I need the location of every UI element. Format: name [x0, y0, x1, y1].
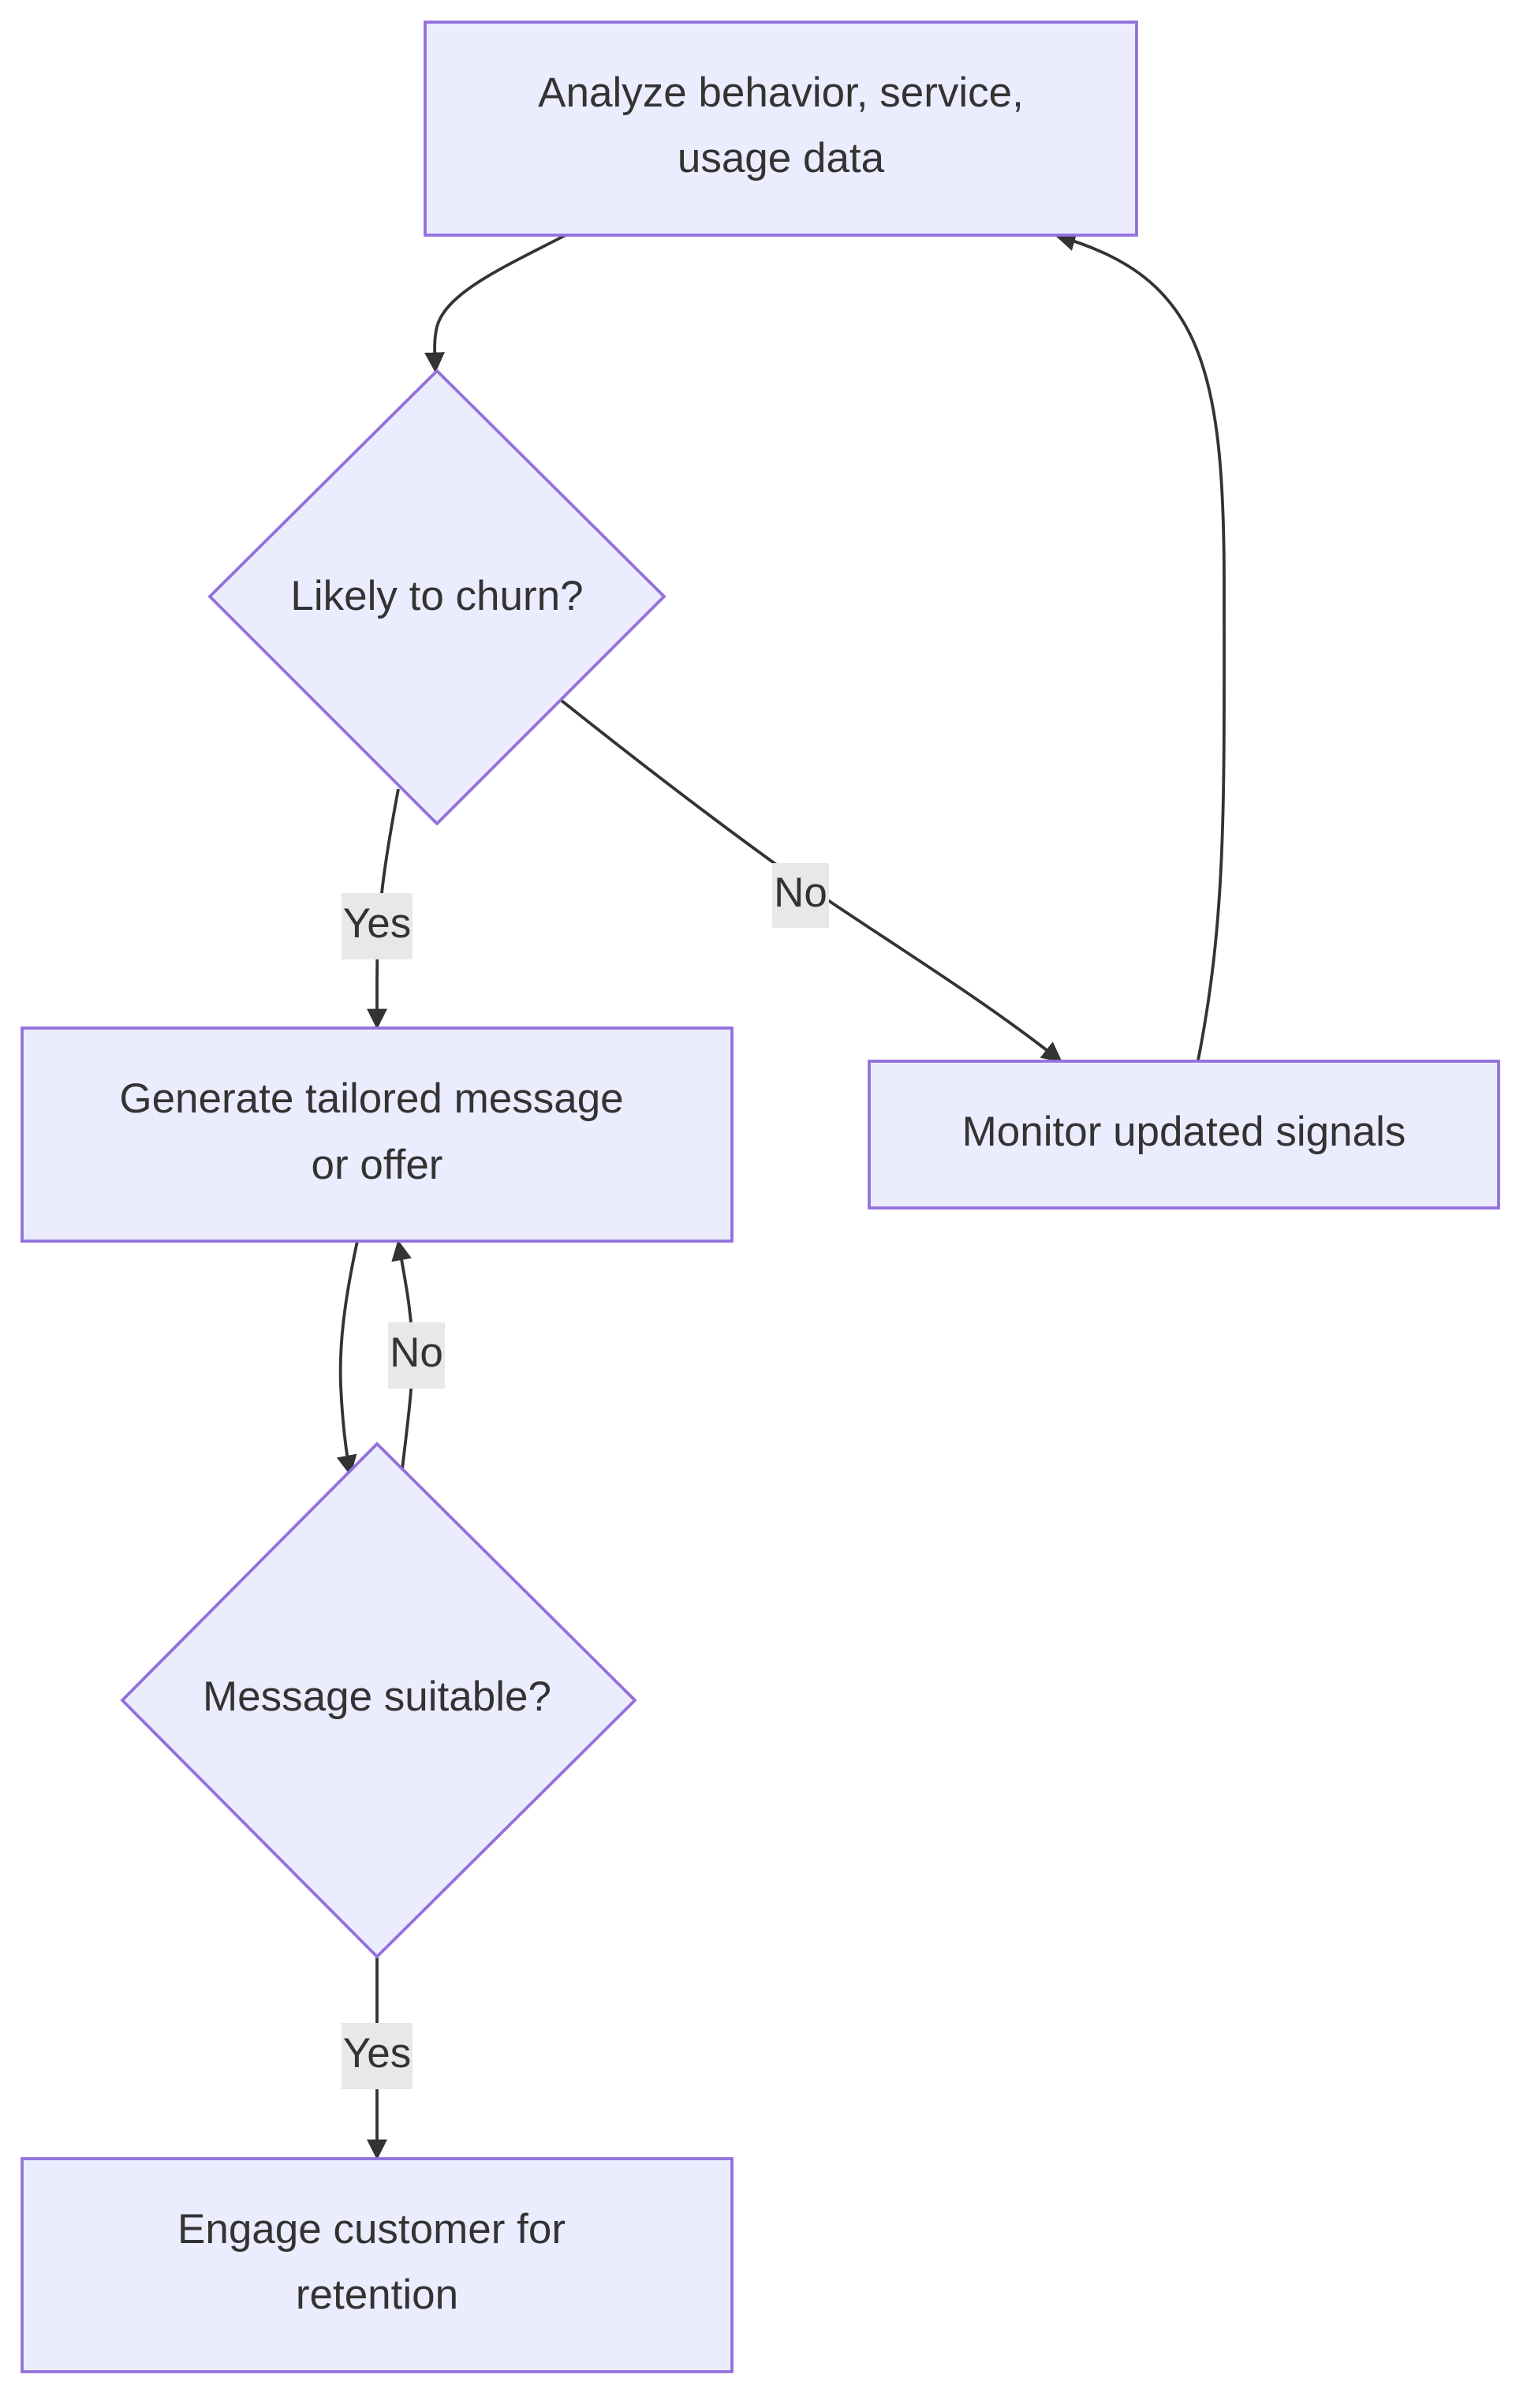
edge-label-suitable-no-text: No [390, 1329, 443, 1376]
edge-label-suitable-yes: Yes [342, 2023, 413, 2089]
edge-monitor-to-analyze [1055, 230, 1226, 1061]
node-analyze-label-line1: Analyze behavior, service, [538, 69, 1024, 116]
node-engage: Engage customer for retention [21, 2157, 734, 2373]
node-churn-label: Likely to churn? [290, 573, 583, 619]
edge-label-churn-no-text: No [774, 869, 827, 916]
node-analyze-label-line2: usage data [678, 135, 885, 181]
node-generate: Generate tailored message or offer [21, 1026, 734, 1243]
edge-analyze-to-churn [424, 232, 569, 373]
edge-label-churn-yes: Yes [342, 893, 413, 959]
node-suitable-decision: Message suitable? [120, 1441, 637, 1959]
node-monitor: Monitor updated signals [868, 1060, 1500, 1210]
node-generate-label-line1: Generate tailored message [119, 1075, 623, 1122]
edge-label-churn-yes-text: Yes [343, 900, 411, 947]
node-churn-decision: Likely to churn? [207, 368, 666, 826]
node-generate-label-line2: or offer [312, 1142, 443, 1188]
edge-label-suitable-no: No [388, 1322, 445, 1389]
node-monitor-label: Monitor updated signals [962, 1109, 1406, 1155]
node-analyze: Analyze behavior, service, usage data [424, 21, 1138, 237]
edge-churn-yes [367, 788, 400, 1030]
edge-generate-to-suitable [336, 1240, 359, 1476]
node-suitable-label: Message suitable? [203, 1673, 551, 1720]
node-engage-label-line1: Engage customer for [177, 2206, 566, 2253]
edge-label-suitable-yes-text: Yes [343, 2030, 411, 2077]
edge-label-churn-no: No [772, 863, 829, 928]
node-engage-label-line2: retention [296, 2272, 458, 2318]
